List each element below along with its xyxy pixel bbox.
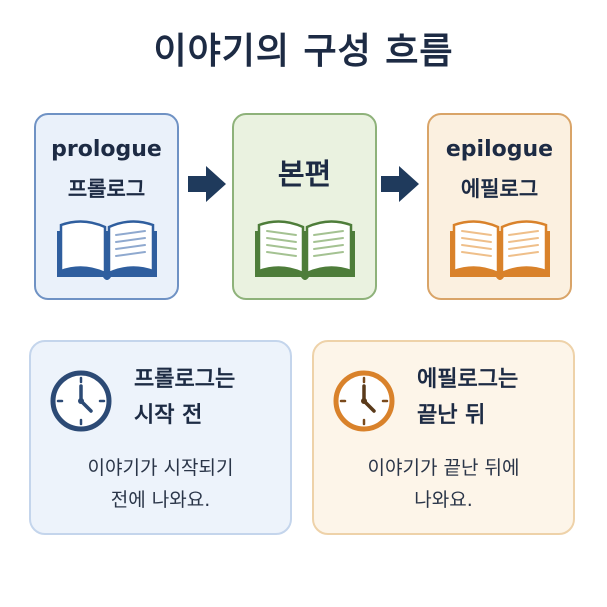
prologue-heading-line: 프롤로그는: [134, 367, 236, 392]
prologue-korean-label: 프롤로그: [67, 177, 146, 201]
epilogue-text-line: 나와요.: [414, 489, 473, 511]
main-story-label: 본편: [277, 157, 332, 191]
prologue-text-line: 전에 나와요.: [110, 489, 211, 511]
epilogue-english-label: epilogue: [445, 137, 554, 162]
open-book-icon: [57, 220, 157, 280]
prologue-info-heading: 프롤로그는 시작 전: [134, 362, 235, 434]
epilogue-korean-label: 에필로그: [460, 177, 539, 201]
prologue-info-box: 프롤로그는 시작 전 이야기가 시작되기 전에 나와요.: [29, 340, 292, 535]
prologue-english-label: prologue: [51, 137, 162, 162]
epilogue-text-line: 이야기가 끝난 뒤에: [367, 457, 520, 479]
open-book-icon: [450, 220, 550, 280]
epilogue-info-text: 이야기가 끝난 뒤에 나와요.: [314, 452, 573, 516]
epilogue-info-heading: 에필로그는 끝난 뒤: [417, 362, 518, 434]
epilogue-heading-line: 에필로그는: [417, 367, 519, 392]
open-book-icon: [255, 220, 355, 280]
main-story-card: 본편: [232, 113, 377, 300]
prologue-card: prologue 프롤로그: [34, 113, 179, 300]
clock-icon: [333, 370, 395, 432]
prologue-heading-line: 시작 전: [134, 403, 203, 428]
epilogue-card: epilogue 에필로그: [427, 113, 572, 300]
clock-icon: [50, 370, 112, 432]
epilogue-info-box: 에필로그는 끝난 뒤 이야기가 끝난 뒤에 나와요.: [312, 340, 575, 535]
page-title: 이야기의 구성 흐름: [153, 31, 454, 72]
prologue-info-text: 이야기가 시작되기 전에 나와요.: [31, 452, 290, 516]
epilogue-heading-line: 끝난 뒤: [417, 403, 486, 428]
prologue-text-line: 이야기가 시작되기: [87, 457, 234, 479]
arrow-right-icon: [188, 166, 226, 202]
arrow-right-icon: [381, 166, 419, 202]
